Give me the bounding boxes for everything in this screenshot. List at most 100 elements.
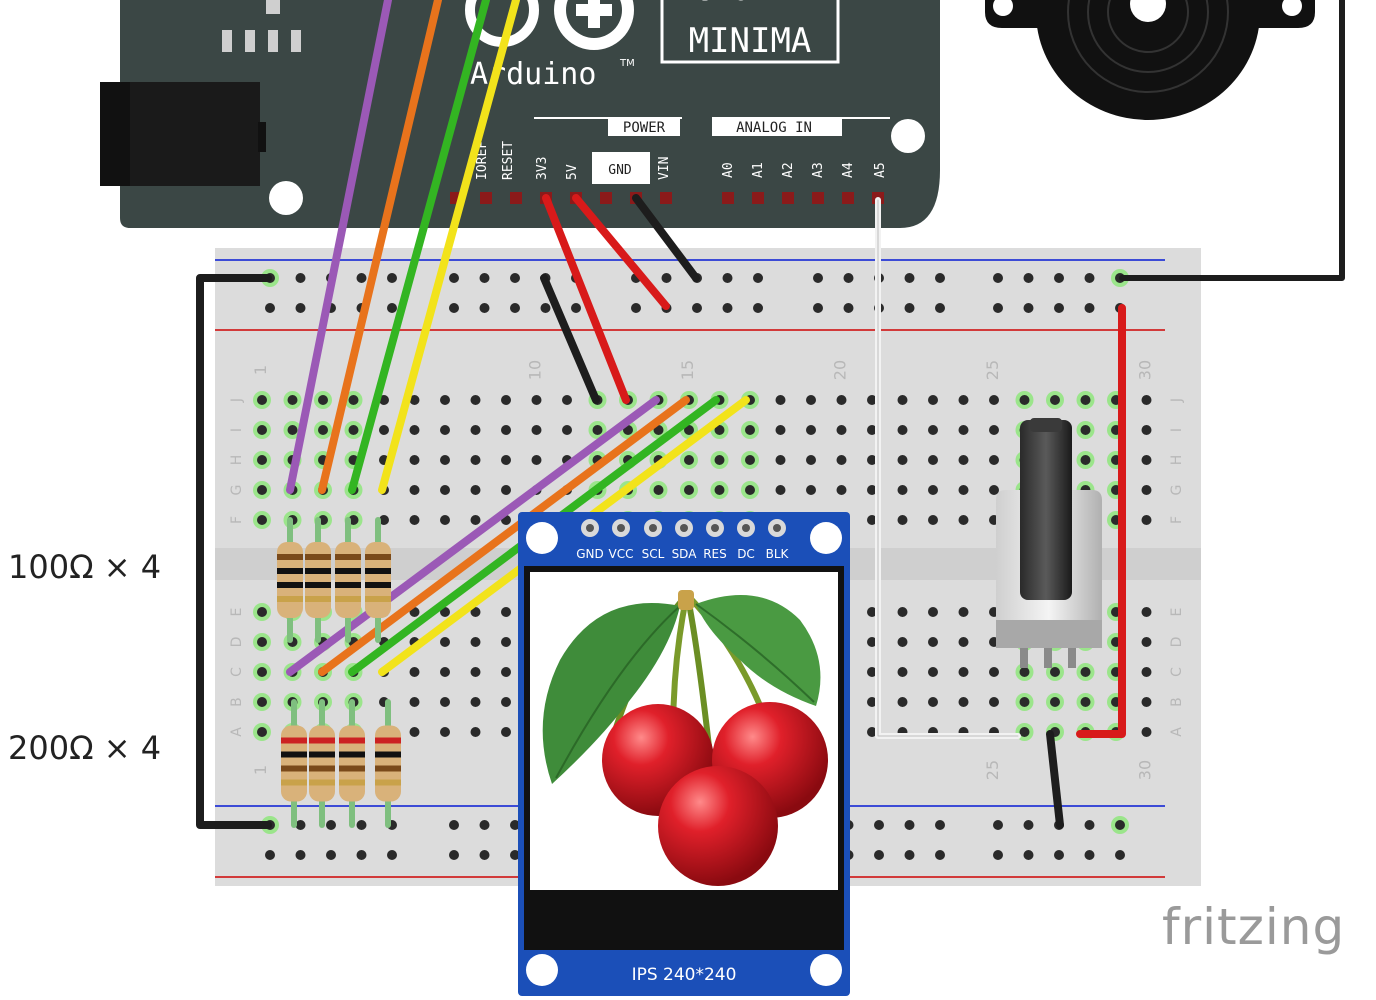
breadboard-hole — [531, 425, 542, 435]
breadboard-hole — [470, 395, 481, 405]
display-pin-label: SDA — [672, 547, 698, 561]
row-letter: G — [229, 485, 245, 496]
breadboard-hole — [958, 607, 969, 617]
breadboard-hole — [897, 637, 908, 647]
power-pin-label: VIN — [657, 157, 672, 180]
breadboard-hole — [440, 425, 450, 435]
breadboard-hole — [449, 820, 459, 830]
breadboard-hole — [867, 425, 877, 435]
breadboard-hole — [387, 850, 397, 860]
breadboard-hole — [510, 850, 520, 860]
row-letter: I — [1169, 428, 1185, 432]
breadboard-hole — [501, 485, 511, 495]
breadboard-hole — [989, 425, 999, 435]
breadboard-hole — [326, 850, 336, 860]
wire-purple-signal — [286, 0, 392, 494]
row-letter: C — [1169, 667, 1185, 677]
breadboard-hole — [897, 485, 908, 495]
breadboard-hole — [993, 273, 1003, 283]
breadboard-hole — [1115, 850, 1125, 860]
header-pin — [660, 192, 672, 204]
breadboard-hole — [867, 607, 877, 617]
breadboard-hole — [440, 727, 450, 737]
breadboard-hole — [867, 637, 877, 647]
breadboard-hole — [836, 455, 847, 465]
wire-orange-display — [318, 396, 690, 676]
wire-black-display-gnd — [540, 274, 600, 404]
wire-black-gnd — [632, 194, 700, 282]
breadboard-hole — [993, 303, 1003, 313]
breadboard-hole — [989, 455, 999, 465]
breadboard-hole — [356, 273, 367, 283]
row-letter: E — [1169, 608, 1185, 617]
power-pin-label: 5V — [565, 164, 580, 180]
breadboard-hole — [470, 607, 481, 617]
breadboard-hole — [348, 395, 359, 405]
breadboard-hole — [993, 820, 1003, 830]
fritzing-logo: fritzing — [1162, 898, 1346, 956]
breadboard-hole — [501, 667, 511, 677]
breadboard-hole — [897, 607, 908, 617]
mounting-hole — [891, 119, 925, 153]
breadboard-hole — [470, 425, 481, 435]
row-letter: A — [1169, 727, 1185, 737]
breadboard-hole — [592, 425, 603, 435]
display-hole — [810, 522, 842, 554]
breadboard-hole — [1054, 273, 1064, 283]
breadboard-hole — [501, 395, 511, 405]
wire-yellow-signal — [378, 0, 520, 494]
header-pin — [842, 192, 854, 204]
breadboard-hole — [440, 455, 450, 465]
breadboard-hole — [449, 303, 459, 313]
breadboard-hole — [531, 395, 542, 405]
breadboard-hole — [257, 455, 267, 465]
breadboard-hole — [257, 485, 267, 495]
breadboard-hole — [1084, 850, 1095, 860]
breadboard-hole — [356, 820, 367, 830]
breadboard-hole — [1080, 395, 1091, 405]
pot-knob — [1020, 420, 1072, 600]
breadboard-hole — [1141, 455, 1152, 465]
breadboard-hole — [356, 850, 367, 860]
breadboard-hole — [897, 425, 908, 435]
breadboard-hole — [501, 607, 511, 617]
header-pin — [510, 192, 522, 204]
breadboard-hole — [935, 273, 945, 283]
breadboard-hole — [470, 455, 481, 465]
row-letter: F — [1169, 516, 1185, 524]
breadboard-hole — [692, 303, 702, 313]
breadboard-hole — [440, 607, 450, 617]
breadboard-hole — [257, 515, 267, 525]
model-line-2: MINIMA — [689, 21, 812, 61]
resistor — [281, 699, 307, 828]
analog-header: ANALOG IN — [736, 120, 812, 136]
breadboard-hole — [501, 727, 511, 737]
breadboard-hole — [1019, 697, 1030, 707]
breadboard-hole — [714, 455, 725, 465]
column-number: 20 — [831, 360, 850, 380]
breadboard-hole — [440, 667, 450, 677]
resistor — [339, 699, 365, 828]
breadboard-hole — [1023, 850, 1034, 860]
breadboard-hole — [1141, 667, 1152, 677]
display-pin-label: RES — [703, 547, 727, 561]
wire-black-gnd-rails — [196, 274, 272, 829]
breadboard-hole — [958, 667, 969, 677]
wire-red-5v — [572, 194, 670, 310]
breadboard-hole — [684, 425, 694, 435]
breadboard-hole — [257, 637, 267, 647]
breadboard-hole — [295, 303, 306, 313]
breadboard-hole — [958, 485, 969, 495]
breadboard-hole — [1054, 303, 1064, 313]
breadboard-hole — [836, 395, 847, 405]
breadboard-hole — [1141, 425, 1152, 435]
column-number: 25 — [983, 360, 1002, 380]
breadboard-labels: 1110101515202025253030JJIIHHGGFFEEDDCCBB… — [229, 360, 1185, 780]
breadboard-hole — [257, 667, 267, 677]
breadboard-hole — [897, 667, 908, 677]
breadboard-hole — [449, 273, 459, 283]
breadboard-hole — [745, 425, 755, 435]
breadboard-hole — [753, 273, 763, 283]
